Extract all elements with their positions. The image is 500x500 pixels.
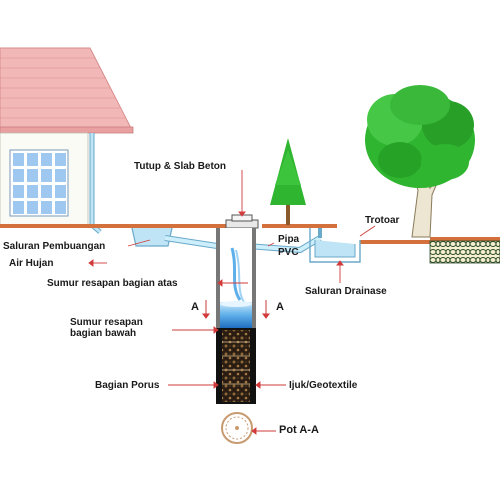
- label-pvc: PVC: [278, 247, 299, 258]
- label-pipa: Pipa: [278, 234, 300, 245]
- label-ijuk-geotextile: Ijuk/Geotextile: [289, 380, 358, 391]
- ground-line: [0, 224, 500, 244]
- label-saluran-drainase: Saluran Drainase: [305, 286, 387, 297]
- label-air-hujan: Air Hujan: [9, 258, 54, 269]
- label-sumur-resapan-bawah-1: Sumur resapan: [70, 317, 143, 328]
- label-section-a-left: A: [191, 301, 199, 313]
- section-a-arrows: [202, 300, 270, 319]
- label-tutup-slab-beton: Tutup & Slab Beton: [134, 161, 227, 172]
- label-sumur-resapan-bawah-2: bagian bawah: [70, 328, 137, 339]
- pine-tree-icon: [270, 138, 306, 225]
- label-section-a-right: A: [276, 301, 284, 313]
- house-icon: [0, 47, 134, 226]
- label-saluran-pembuangan: Saluran Pembuangan: [3, 241, 106, 252]
- label-trotoar: Trotoar: [365, 215, 400, 226]
- label-sumur-resapan-atas: Sumur resapan bagian atas: [47, 278, 178, 289]
- label-pot-aa: Pot A-A: [279, 424, 319, 436]
- pot-aa-symbol: [221, 412, 253, 444]
- tree-icon: [365, 85, 475, 238]
- label-bagian-porus: Bagian Porus: [95, 380, 160, 391]
